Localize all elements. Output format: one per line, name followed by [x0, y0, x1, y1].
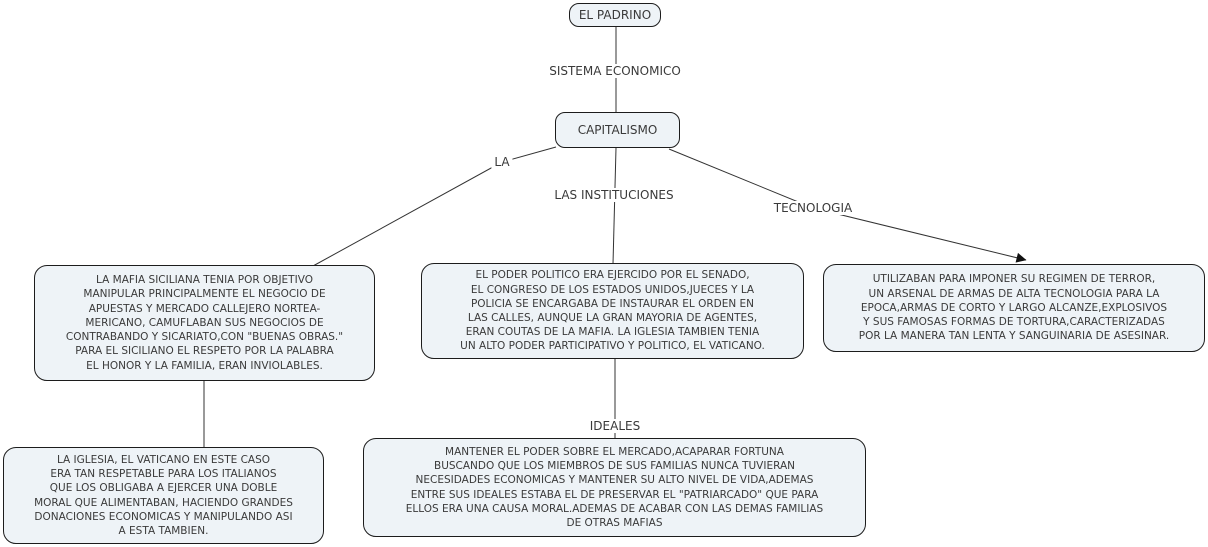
link-label-tecnologia[interactable]: TECNOLOGIA	[770, 201, 856, 215]
node-el-padrino[interactable]: EL PADRINO	[569, 3, 661, 27]
link-label-sistema-economico[interactable]: SISTEMA ECONOMICO	[546, 64, 684, 78]
node-iglesia-vaticano[interactable]: LA IGLESIA, EL VATICANO EN ESTE CASO ERA…	[3, 447, 324, 544]
connector-capitalismo-mafia	[312, 146, 557, 267]
node-tecnologia-detalle[interactable]: UTILIZABAN PARA IMPONER SU REGIMEN DE TE…	[823, 264, 1205, 352]
node-poder-politico[interactable]: EL PODER POLITICO ERA EJERCIDO POR EL SE…	[421, 263, 804, 359]
node-mafia-siciliana[interactable]: LA MAFIA SICILIANA TENIA POR OBJETIVO MA…	[34, 265, 375, 381]
link-label-las-instituciones[interactable]: LAS INSTITUCIONES	[551, 188, 677, 202]
link-label-la[interactable]: LA	[491, 155, 513, 169]
link-label-ideales[interactable]: IDEALES	[586, 419, 644, 433]
node-capitalismo[interactable]: CAPITALISMO	[555, 112, 680, 148]
node-ideales-detalle[interactable]: MANTENER EL PODER SOBRE EL MERCADO,ACAPA…	[363, 438, 866, 537]
connector-capitalismo-poder	[612, 147, 617, 265]
